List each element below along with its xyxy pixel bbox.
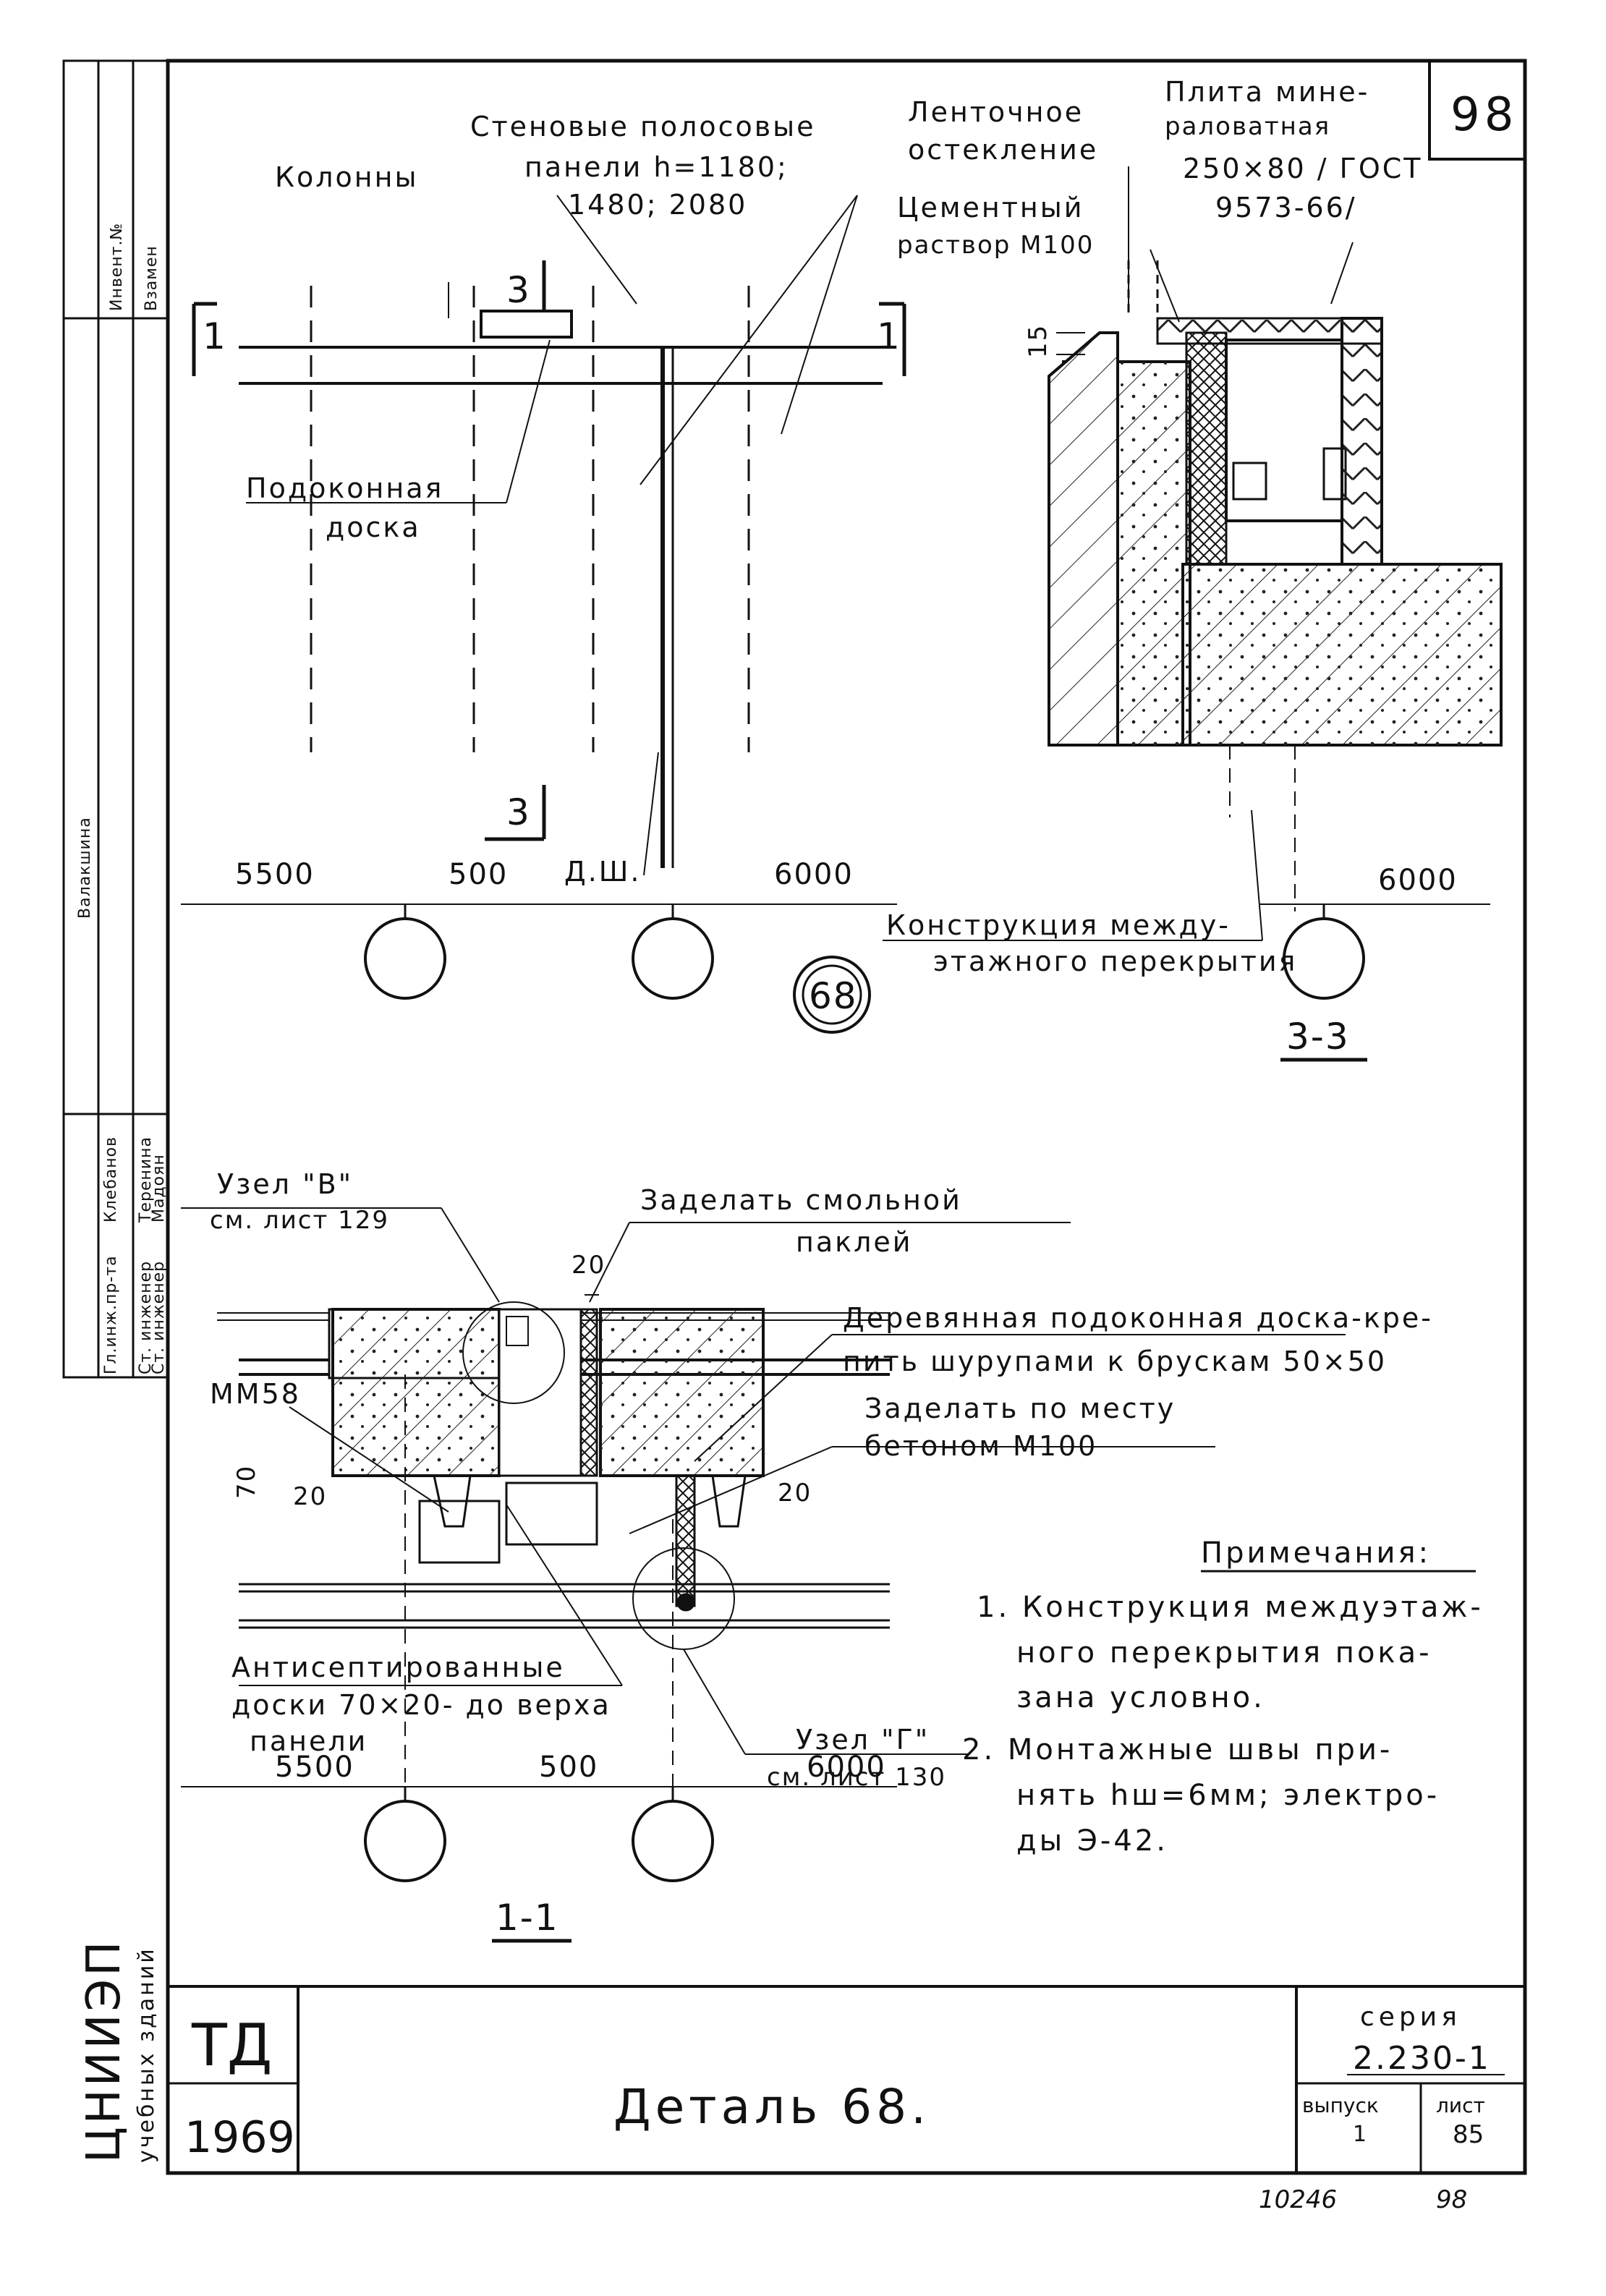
seal-1: Заделать смольной <box>640 1184 962 1216</box>
detail-circle <box>793 956 871 1034</box>
stamp-checked-name: Валакшина <box>76 817 94 919</box>
label-plate-4: 9573-66/ <box>1215 192 1357 224</box>
side-stamp <box>62 59 169 1379</box>
dim-6000-right: 6000 <box>1378 864 1458 897</box>
section-mark-3-bottom: 3 <box>506 791 531 833</box>
series-value: 2.230-1 <box>1353 2040 1491 2077</box>
note-line-4: 2. Монтажные швы при- <box>962 1733 1393 1766</box>
board-2: пить шурупами к брускам 50×50 <box>843 1345 1387 1377</box>
bottom-sheet-number: 98 <box>1436 2185 1467 2214</box>
label-plate-3: 250×80 / ГОСТ <box>1183 153 1423 184</box>
dim-20-left: 20 <box>293 1482 327 1511</box>
dim-20-top: 20 <box>572 1251 606 1280</box>
label-glazing-1: Ленточное <box>908 96 1084 128</box>
institute-line-2: учебных зданий <box>134 1947 159 2163</box>
section-1-1 <box>181 1207 1346 1943</box>
institute-line-1: ЦНИИЭП <box>77 1939 131 2163</box>
section-mark-3-top: 3 <box>506 269 531 311</box>
antiseptic-1: Антисептированные <box>231 1651 565 1683</box>
label-mortar-2: раствор М100 <box>897 231 1094 260</box>
concrete-2: бетоном М100 <box>864 1430 1097 1462</box>
note-line-1: 1. Конструкция междуэтаж- <box>977 1591 1484 1624</box>
stamp-role-2: Ст. инженер <box>137 1261 155 1374</box>
section-3-3 <box>883 166 1503 1062</box>
section-title-3-3: 3-3 <box>1286 1016 1350 1058</box>
label-plate-2: раловатная <box>1165 112 1330 141</box>
detail-circle-number: 68 <box>809 975 858 1017</box>
section-mark-1-right: 1 <box>877 315 901 357</box>
note-line-5: нять hш=6мм; электро- <box>1016 1779 1440 1812</box>
label-dsh: Д.Ш. <box>564 856 641 888</box>
seal-2: паклей <box>796 1226 912 1258</box>
dim-500-top: 500 <box>449 858 508 891</box>
stamp-col-replaces: Взамен <box>143 245 161 311</box>
label-panels-3: 1480; 2080 <box>568 189 747 221</box>
node-g-1: Узел "Г" <box>796 1724 930 1756</box>
note-line-3: зана условно. <box>1016 1681 1265 1714</box>
label-panels-2: панели h=1180; <box>524 151 789 183</box>
antiseptic-3: панели <box>250 1725 367 1757</box>
stamp-col-inventory: Инвент.№ <box>108 223 126 311</box>
dim-5500-bottom: 5500 <box>275 1751 354 1784</box>
label-columns: Колонны <box>275 161 418 193</box>
label-floor-2: этажного перекрытия <box>933 945 1297 977</box>
dim-6000-top: 6000 <box>774 858 854 891</box>
label-panels-1: Стеновые полосовые <box>470 111 816 143</box>
label-plate-1: Плита мине- <box>1165 76 1369 108</box>
note-line-2: ного перекрытия пока- <box>1016 1636 1432 1670</box>
note-line-6: ды Э-42. <box>1016 1824 1168 1858</box>
issue-label: выпуск <box>1302 2093 1379 2117</box>
org-abbr: ТД <box>191 2012 272 2079</box>
dim-20-right: 20 <box>778 1479 812 1508</box>
stamp-name-3: Мадоян <box>150 1154 168 1223</box>
node-b-2: см. лист 129 <box>210 1206 389 1235</box>
node-g-2: см. лист 130 <box>767 1763 946 1792</box>
concrete-1: Заделать по месту <box>864 1393 1176 1424</box>
section-mark-1-left: 1 <box>203 315 227 357</box>
label-sill-2: доска <box>326 511 421 543</box>
dim-500-bottom: 500 <box>539 1751 598 1784</box>
dim-6000-bottom: 6000 <box>807 1751 886 1784</box>
antiseptic-2: доски 70×20- до верха <box>231 1689 611 1721</box>
notes-title: Примечания: <box>1201 1536 1431 1570</box>
label-mortar-1: Цементный <box>897 192 1084 224</box>
corner-sheet-number: 98 <box>1450 88 1518 142</box>
list-label: лист <box>1436 2093 1485 2117</box>
board-1: Деревянная подоконная доска-кре- <box>843 1302 1433 1334</box>
label-glazing-2: остекление <box>908 134 1098 166</box>
dim-70: 70 <box>232 1465 261 1499</box>
issue-value: 1 <box>1353 2122 1367 2147</box>
drawing-title: Деталь 68. <box>613 2079 930 2135</box>
stamp-name-1: Клебанов <box>102 1136 120 1223</box>
stamp-name-2: Теренина <box>137 1136 155 1223</box>
node-b-1: Узел "В" <box>217 1168 353 1200</box>
dim-5500-top: 5500 <box>235 858 315 891</box>
facade-view <box>181 195 906 1000</box>
stamp-role-3: Ст. инженер <box>150 1261 168 1374</box>
series-label: серия <box>1360 2002 1461 2032</box>
list-value: 85 <box>1453 2120 1484 2149</box>
label-mm58: ММ58 <box>210 1378 301 1410</box>
dim-15: 15 <box>1024 324 1053 358</box>
label-floor-1: Конструкция между- <box>886 909 1231 941</box>
section-title-1-1: 1-1 <box>496 1897 559 1939</box>
label-sill: Подоконная <box>246 472 443 504</box>
year: 1969 <box>184 2112 295 2163</box>
stamp-role-1: Гл.инж.пр-та <box>102 1255 120 1374</box>
inventory-number: 10246 <box>1259 2185 1337 2214</box>
